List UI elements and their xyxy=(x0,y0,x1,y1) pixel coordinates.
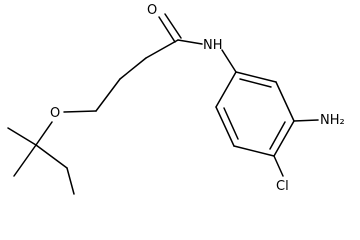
ether-o-c-bond xyxy=(35,121,53,146)
ring-bond-c2-c3 xyxy=(275,81,295,122)
carbonyl-double-bond-a xyxy=(158,16,176,43)
ring-inner-double-3 xyxy=(223,107,239,140)
amino-bond xyxy=(293,119,319,122)
ether-oxygen-label: O xyxy=(50,106,60,121)
amino-label: NH₂ xyxy=(320,113,345,128)
n-ring-bond xyxy=(221,49,237,73)
amide-c-n-bond xyxy=(177,39,203,45)
ethyl-bond-1 xyxy=(35,144,68,169)
ring-bond-c6-c1 xyxy=(215,71,237,108)
amide-nh-label: NH xyxy=(203,38,223,53)
quaternary-methyl-down xyxy=(13,144,37,177)
chloro-label: Cl xyxy=(276,179,289,194)
ring-bond-c3-c4 xyxy=(273,120,295,157)
chemical-structure: O NH O NH₂ Cl xyxy=(7,3,345,195)
ring-inner-double-1 xyxy=(239,78,272,88)
ethyl-bond-2 xyxy=(66,167,75,195)
ring-bond-c1-c2 xyxy=(235,71,277,83)
chain-bond-4 xyxy=(63,110,97,113)
atom-labels: O NH O NH₂ Cl xyxy=(50,3,345,194)
carbonyl-oxygen-label: O xyxy=(147,3,157,18)
ring-bond-c5-c6 xyxy=(215,106,235,147)
ring-inner-double-2 xyxy=(269,121,286,150)
quaternary-methyl-left xyxy=(7,127,37,146)
ring-bond-c4-c5 xyxy=(233,145,275,157)
chloro-bond xyxy=(273,155,284,177)
bonds xyxy=(7,13,319,195)
chain-bond-2 xyxy=(119,57,147,80)
carbonyl-double-bond-b xyxy=(164,13,182,39)
chain-bond-3 xyxy=(95,78,121,112)
chain-bond-1 xyxy=(145,39,179,59)
